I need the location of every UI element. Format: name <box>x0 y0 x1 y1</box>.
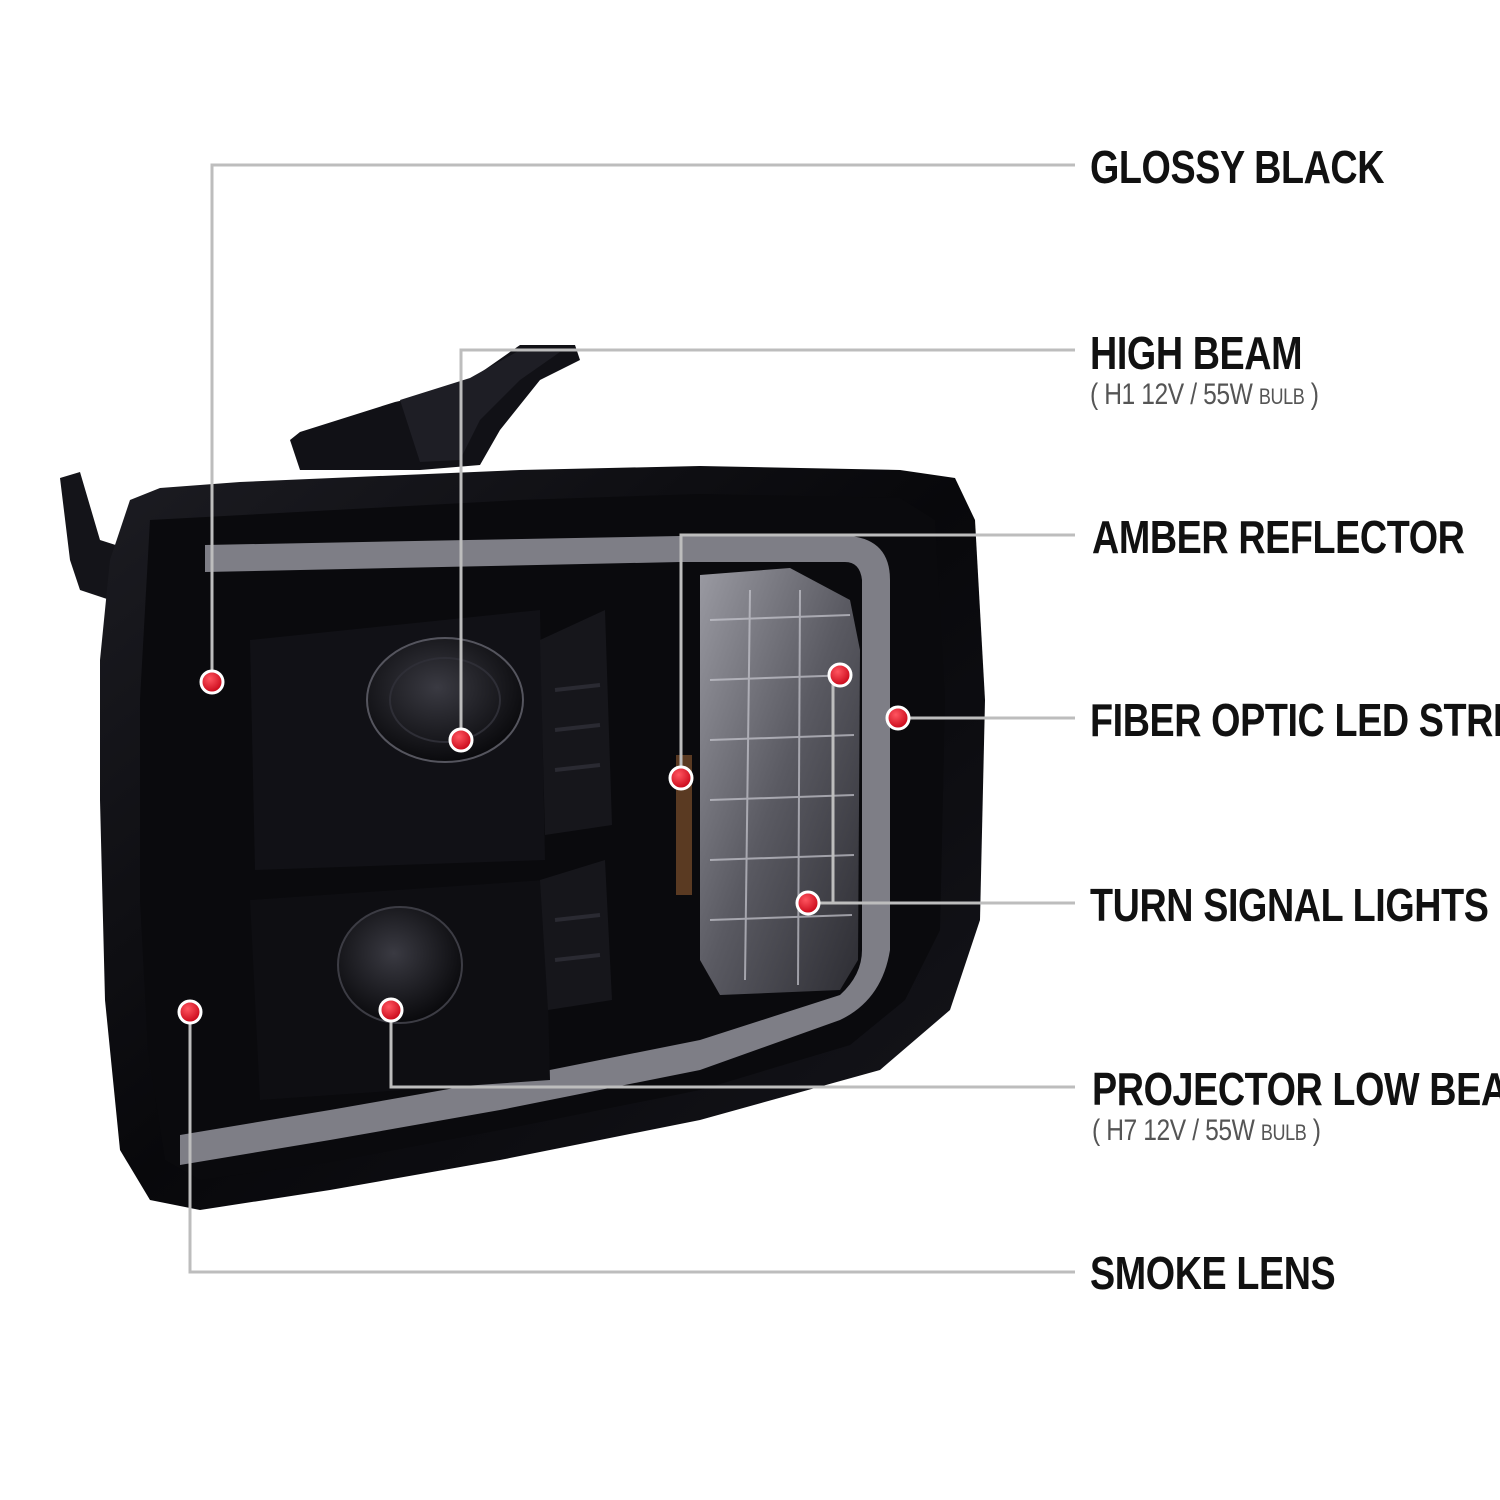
label-title: SMOKE LENS <box>1090 1247 1336 1299</box>
label-glossy-black: GLOSSY BLACK <box>1090 142 1384 192</box>
turn-signal-lens <box>700 568 860 995</box>
high-beam-chamber <box>250 610 545 870</box>
label-fiber-optic-led-strip: FIBER OPTIC LED STRIP <box>1090 695 1500 745</box>
leader-line-high-beam <box>459 348 1075 740</box>
label-high-beam: HIGH BEAM ( H1 12V / 55W BULB ) <box>1090 328 1319 414</box>
label-subtitle: ( H1 12V / 55W BULB ) <box>1090 378 1319 414</box>
paren-close: ) <box>1312 1114 1321 1147</box>
paren-close: ) <box>1310 378 1319 411</box>
marker-dot-turn-signal-top <box>827 662 853 688</box>
marker-dots <box>177 662 911 1025</box>
leader-line-smoke-lens <box>188 1012 1075 1274</box>
label-title: FIBER OPTIC LED STRIP <box>1090 694 1500 746</box>
marker-dot-projector-low-beam <box>378 997 404 1023</box>
leader-line-glossy-black <box>210 163 1075 682</box>
bulb-spec: ( H7 12V / 55W <box>1092 1114 1255 1147</box>
label-subtitle: ( H7 12V / 55W BULB ) <box>1092 1114 1500 1150</box>
label-title: TURN SIGNAL LIGHTS <box>1090 879 1489 931</box>
marker-dot-smoke-lens <box>177 999 203 1025</box>
marker-dot-amber-reflector <box>668 765 694 791</box>
marker-dot-turn-signal-bottom <box>795 890 821 916</box>
marker-dot-glossy-black <box>199 669 225 695</box>
label-title: AMBER REFLECTOR <box>1092 511 1465 563</box>
marker-dot-fiber-optic <box>885 705 911 731</box>
bulb-spec: ( H1 12V / 55W <box>1090 378 1253 411</box>
label-smoke-lens: SMOKE LENS <box>1090 1247 1336 1299</box>
label-title: PROJECTOR LOW BEAM <box>1092 1063 1500 1115</box>
reflector-fins <box>540 610 612 1010</box>
label-title: HIGH BEAM <box>1090 327 1303 379</box>
label-title: GLOSSY BLACK <box>1090 141 1385 193</box>
bulb-word: BULB <box>1258 384 1305 409</box>
leader-line-amber-reflector <box>679 533 1075 778</box>
projector-low-beam-chamber <box>250 880 550 1100</box>
leader-line-projector-low-beam <box>389 1010 1075 1089</box>
bulb-word: BULB <box>1260 1120 1307 1145</box>
label-amber-reflector: AMBER REFLECTOR <box>1092 511 1465 563</box>
marker-dot-high-beam <box>448 727 474 753</box>
label-turn-signal-lights: TURN SIGNAL LIGHTS <box>1090 879 1489 931</box>
label-projector-low-beam: PROJECTOR LOW BEAM ( H7 12V / 55W BULB ) <box>1092 1064 1500 1150</box>
